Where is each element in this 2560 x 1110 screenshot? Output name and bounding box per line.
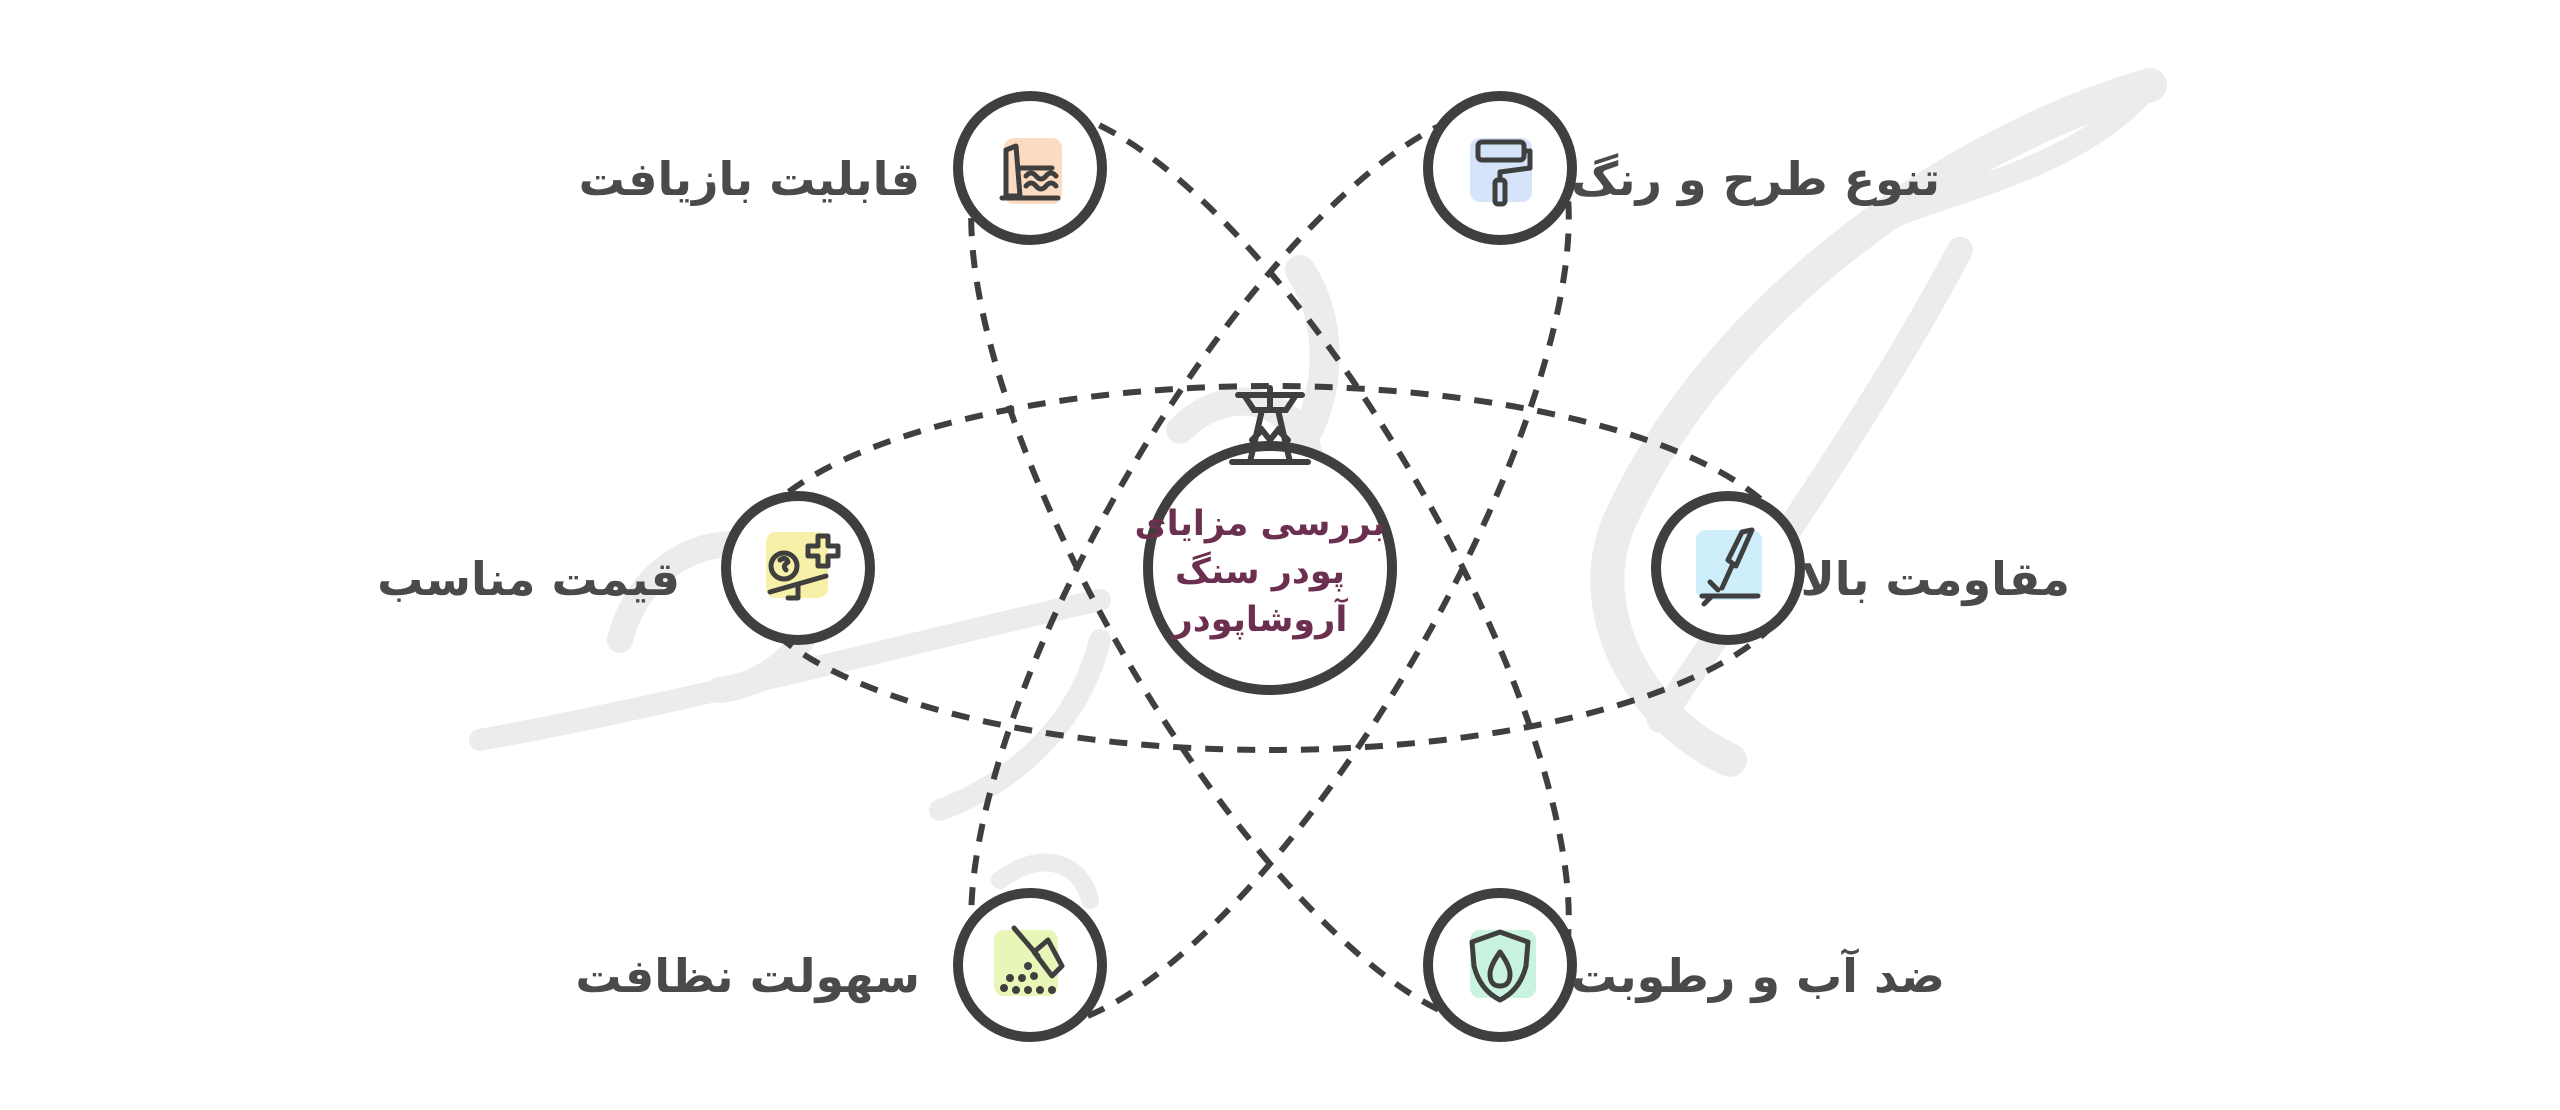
- node-top-right: [1423, 91, 1577, 245]
- label-recyclability: قابلیت بازیافت: [578, 152, 920, 206]
- knife-scratch-icon: [1699, 527, 1761, 607]
- label-affordable-price: قیمت مناسب: [377, 552, 680, 606]
- label-design-color-variety: تنوع طرح و رنگ: [1571, 152, 1940, 206]
- dust-dots: [1000, 962, 1056, 994]
- center-title: بررسی مزایای پودر سنگ آروشاپودر: [1130, 500, 1390, 644]
- label-high-resistance: مقاومت بالا: [1800, 552, 2070, 606]
- label-easy-cleaning: سهولت نظافت: [575, 949, 920, 1003]
- price-balance-icon: [767, 533, 841, 601]
- center-title-line-2: پودر سنگ: [1175, 552, 1345, 592]
- paint-roller-icon: [1475, 139, 1533, 207]
- label-waterproof: ضد آب و رطوبت: [1570, 949, 1945, 1003]
- tower-logo-icon: [1229, 385, 1311, 465]
- broom-icon: [1011, 925, 1065, 979]
- node-mid-right: [1651, 491, 1805, 645]
- node-bottom-right: [1423, 888, 1577, 1042]
- center-circle: [1143, 441, 1397, 695]
- factory-water-icon: [999, 143, 1061, 201]
- water-shield-icon: [1469, 929, 1531, 1003]
- center-title-line-3: آروشاپودر: [1172, 600, 1348, 640]
- center-title-line-1: بررسی مزایای: [1134, 504, 1386, 544]
